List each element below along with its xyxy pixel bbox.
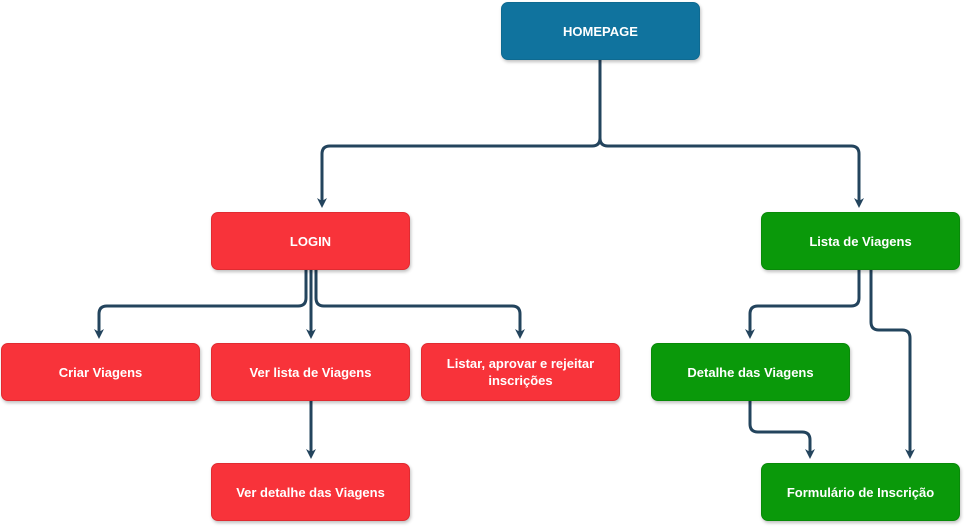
connector-lista-viagens-to-formulario-inscricao: [869, 270, 915, 459]
node-listar-inscricoes-label: Listar, aprovar e rejeitar inscrições: [446, 356, 595, 388]
connector-login-to-listar-inscricoes: [314, 270, 525, 339]
node-detalhe-viagens-label: Detalhe das Viagens: [687, 364, 814, 380]
node-formulario-inscricao: Formulário de Inscrição: [761, 463, 960, 521]
node-detalhe-viagens: Detalhe das Viagens: [651, 343, 850, 401]
node-lista-viagens-label: Lista de Viagens: [809, 233, 912, 249]
node-ver-detalhe-viagens-label: Ver detalhe das Viagens: [236, 484, 385, 500]
node-criar-viagens: Criar Viagens: [1, 343, 200, 401]
node-ver-detalhe-viagens: Ver detalhe das Viagens: [211, 463, 410, 521]
connector-lista-viagens-to-detalhe-viagens: [745, 270, 861, 339]
node-login: LOGIN: [211, 212, 410, 270]
node-homepage: HOMEPAGE: [501, 2, 700, 60]
node-login-label: LOGIN: [289, 233, 332, 249]
node-ver-lista-viagens: Ver lista de Viagens: [211, 343, 410, 401]
connector-homepage-to-lista-viagens: [598, 60, 864, 208]
node-criar-viagens-label: Criar Viagens: [58, 364, 143, 380]
connector-homepage-to-login: [317, 60, 602, 208]
connector-login-to-criar-viagens: [94, 270, 308, 339]
node-lista-viagens: Lista de Viagens: [761, 212, 960, 270]
connector-detalhe-viagens-to-formulario-inscricao: [748, 401, 815, 459]
node-homepage-label: HOMEPAGE: [563, 23, 638, 39]
node-formulario-inscricao-label: Formulário de Inscrição: [786, 484, 935, 500]
node-listar-inscricoes: Listar, aprovar e rejeitar inscrições: [421, 343, 620, 401]
node-ver-lista-viagens-label: Ver lista de Viagens: [249, 364, 372, 380]
